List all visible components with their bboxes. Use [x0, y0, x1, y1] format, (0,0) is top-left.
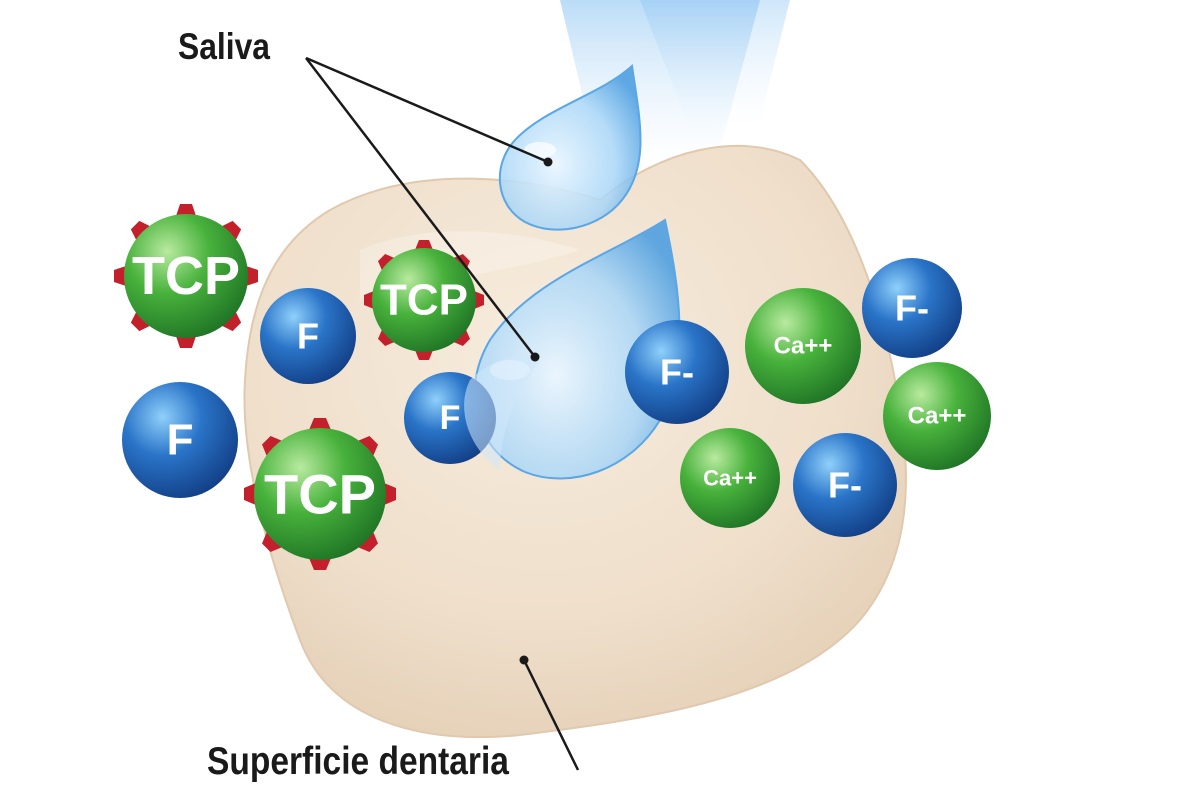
fluoride-label: F [440, 399, 461, 437]
fluoride-ion-particle: F- [862, 258, 962, 358]
fluoride-ion-particle: F- [625, 320, 729, 424]
tcp-label: TCP [132, 246, 240, 306]
tcp-particle: TCP [114, 204, 258, 348]
saliva-leader-dot [531, 353, 540, 362]
tcp-particle: TCP [364, 240, 484, 360]
calcium-ion-particle: Ca++ [745, 288, 861, 404]
fluoride-ion-label: F- [895, 288, 929, 329]
tcp-label: TCP [264, 463, 376, 526]
calcium-ion-label: Ca++ [703, 466, 757, 491]
tcp-particle: TCP [244, 418, 396, 570]
fluoride-particle: F [260, 288, 356, 384]
calcium-ion-particle: Ca++ [883, 362, 991, 470]
tooth-surface-label: Superficie dentaria [207, 740, 509, 784]
fluoride-ion-label: F- [660, 352, 694, 393]
tcp-label: TCP [380, 276, 468, 325]
fluoride-particle: F [122, 382, 238, 498]
saliva-leader-dot [544, 158, 553, 167]
fluoride-ion-label: F- [828, 465, 862, 506]
fluoride-label: F [167, 416, 194, 465]
fluoride-ion-particle: F- [793, 433, 897, 537]
fluoride-label: F [297, 316, 319, 357]
calcium-ion-label: Ca++ [908, 403, 967, 430]
saliva-label: Saliva [178, 26, 270, 68]
calcium-ion-particle: Ca++ [680, 428, 780, 528]
calcium-ion-label: Ca++ [774, 333, 833, 360]
